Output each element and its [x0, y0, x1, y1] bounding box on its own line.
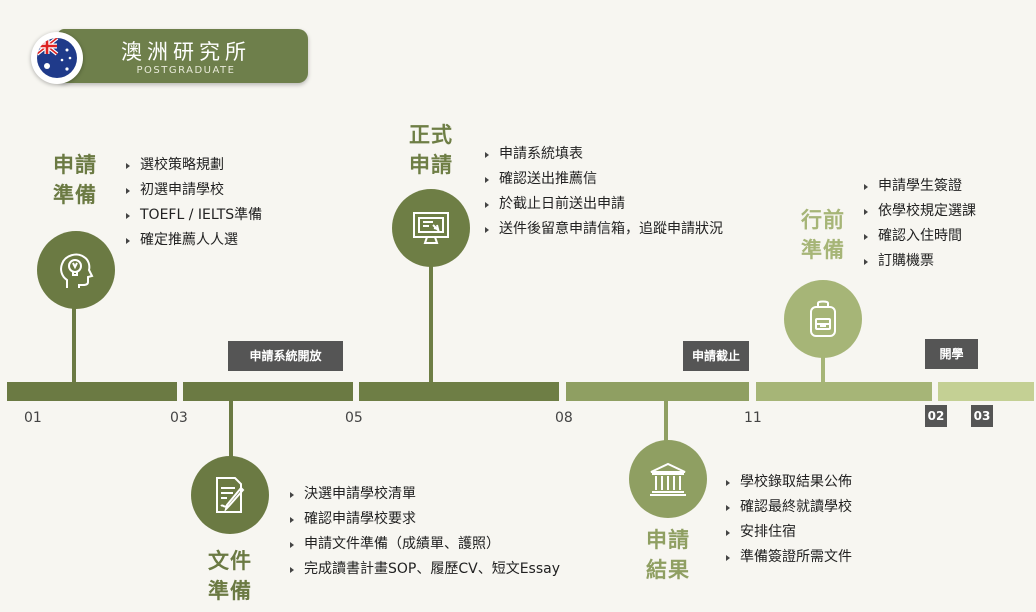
university-building-icon — [629, 440, 707, 518]
task-list-apply: 申請系統填表 確認送出推薦信 於截止日前送出申請 送件後留意申請信箱，追蹤申請狀… — [483, 142, 723, 242]
month-label: 08 — [555, 410, 573, 426]
task-list-prep: 選校策略規劃 初選申請學校 TOEFL / IELTS準備 確定推薦人人選 — [124, 153, 262, 253]
task-list-result: 學校錄取結果公佈 確認最終就讀學校 安排住宿 準備簽證所需文件 — [724, 470, 852, 570]
list-item: 決選申請學校清單 — [288, 482, 560, 507]
phase-title-result: 申請 結果 — [635, 525, 701, 585]
timeline-segment-2 — [183, 382, 353, 401]
header-badge: 澳洲研究所 POSTGRADUATE — [58, 29, 308, 83]
list-item: 申請學生簽證 — [862, 174, 976, 199]
month-box: 03 — [971, 405, 993, 427]
list-item: 確認最終就讀學校 — [724, 495, 852, 520]
stem-result — [664, 400, 668, 444]
phase-title-depart: 行前 準備 — [790, 205, 856, 265]
timeline-segment-5 — [756, 382, 932, 401]
list-item: 學校錄取結果公佈 — [724, 470, 852, 495]
phase-title-apply: 正式 申請 — [398, 120, 464, 180]
task-list-depart: 申請學生簽證 依學校規定選課 確認入住時間 訂購機票 — [862, 174, 976, 274]
timeline-segment-6 — [938, 382, 1034, 401]
month-label: 05 — [345, 410, 363, 426]
phase-title-line: 結果 — [646, 558, 690, 582]
list-item: TOEFL / IELTS準備 — [124, 203, 262, 228]
phase-title-docs: 文件 準備 — [197, 546, 263, 606]
stem-docs — [229, 400, 233, 462]
phase-title-line: 準備 — [801, 238, 845, 262]
month-label: 01 — [24, 410, 42, 426]
stem-prep — [72, 300, 76, 384]
list-item: 確認入住時間 — [862, 224, 976, 249]
marker-semester-start: 開學 — [925, 339, 978, 369]
australia-flag-icon — [31, 32, 83, 84]
task-list-docs: 決選申請學校清單 確認申請學校要求 申請文件準備（成績單、護照） 完成讀書計畫S… — [288, 482, 560, 582]
list-item: 準備簽證所需文件 — [724, 545, 852, 570]
list-item: 申請文件準備（成績單、護照） — [288, 532, 560, 557]
backpack-icon — [784, 280, 862, 358]
list-item: 完成讀書計畫SOP、履歷CV、短文Essay — [288, 557, 560, 582]
month-box: 02 — [925, 405, 947, 427]
stem-depart — [821, 350, 825, 384]
lightbulb-head-icon — [37, 231, 115, 309]
phase-title-line: 申請 — [646, 528, 690, 552]
month-label: 11 — [744, 410, 762, 426]
phase-title-line: 正式 — [409, 123, 453, 147]
phase-title-prep: 申請 準備 — [42, 150, 108, 210]
stem-apply — [429, 262, 433, 384]
list-item: 訂購機票 — [862, 249, 976, 274]
phase-title-line: 申請 — [409, 153, 453, 177]
phase-title-line: 文件 — [208, 549, 252, 573]
marker-application-open: 申請系統開放 — [228, 341, 343, 371]
header-title: 澳洲研究所 — [121, 40, 251, 64]
month-label: 03 — [170, 410, 188, 426]
list-item: 確定推薦人人選 — [124, 228, 262, 253]
list-item: 申請系統填表 — [483, 142, 723, 167]
list-item: 初選申請學校 — [124, 178, 262, 203]
phase-title-line: 準備 — [208, 579, 252, 603]
phase-title-line: 申請 — [53, 153, 97, 177]
list-item: 確認申請學校要求 — [288, 507, 560, 532]
list-item: 於截止日前送出申請 — [483, 192, 723, 217]
phase-title-line: 準備 — [53, 183, 97, 207]
timeline-segment-4 — [566, 382, 749, 401]
list-item: 安排住宿 — [724, 520, 852, 545]
list-item: 送件後留意申請信箱，追蹤申請狀況 — [483, 217, 723, 242]
list-item: 確認送出推薦信 — [483, 167, 723, 192]
list-item: 選校策略規劃 — [124, 153, 262, 178]
document-pen-icon — [191, 456, 269, 534]
marker-application-deadline: 申請截止 — [683, 341, 749, 371]
computer-monitor-icon — [392, 189, 470, 267]
phase-title-line: 行前 — [801, 208, 845, 232]
header-subtitle: POSTGRADUATE — [136, 65, 236, 76]
timeline-segment-1 — [7, 382, 177, 401]
list-item: 依學校規定選課 — [862, 199, 976, 224]
timeline-segment-3 — [359, 382, 559, 401]
